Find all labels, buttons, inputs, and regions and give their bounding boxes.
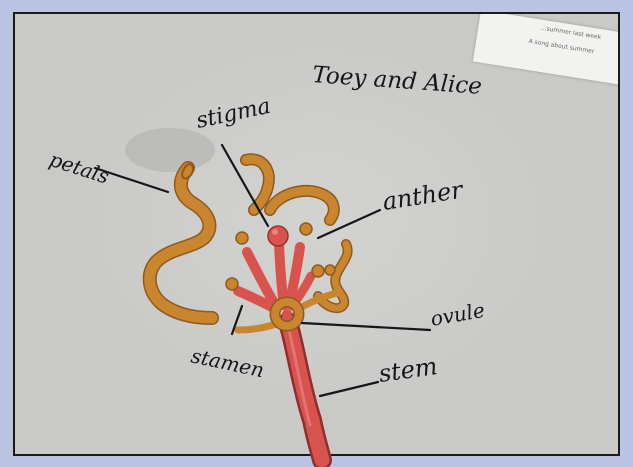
stigma-ball-shine: [272, 229, 278, 235]
ovule-center: [282, 309, 292, 319]
red-filament-center: [279, 244, 284, 305]
anther-bead-3: [226, 278, 238, 290]
anther-bead-4: [312, 265, 324, 277]
stigma-ball: [268, 226, 288, 246]
anther-bead-2: [300, 223, 312, 235]
anther-bead-5: [325, 265, 335, 275]
board-smudge: [125, 128, 215, 172]
anther-bead-1: [236, 232, 248, 244]
